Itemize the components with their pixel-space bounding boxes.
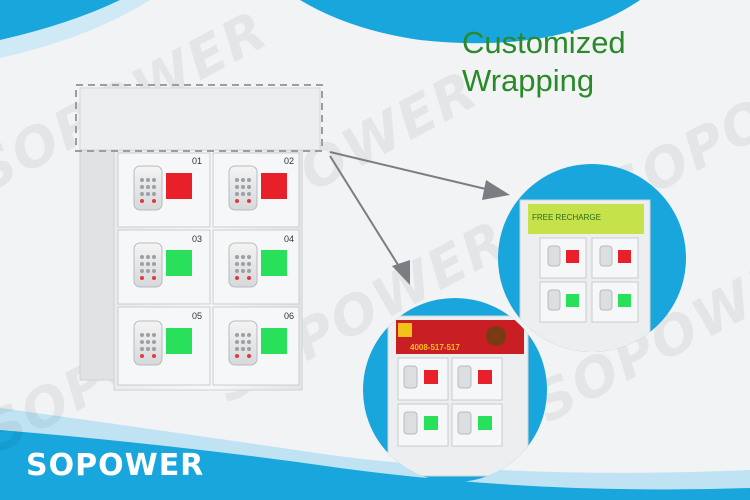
arrow-line-lower bbox=[329, 155, 401, 269]
banner-phone: 4008-517-517 bbox=[410, 343, 460, 352]
brand-logo: SOPOWER bbox=[26, 448, 205, 483]
door-number: 02 bbox=[284, 156, 294, 166]
keypad-buttons bbox=[140, 199, 251, 358]
status-indicator-green bbox=[166, 250, 192, 276]
status-indicator-green bbox=[166, 328, 192, 354]
arrow-line-upper bbox=[329, 151, 491, 191]
door-number: 06 bbox=[284, 311, 294, 321]
burger-image bbox=[486, 326, 506, 346]
keypad-dots bbox=[140, 178, 251, 351]
wrap-area-highlight bbox=[75, 84, 323, 152]
door-01: 01 bbox=[117, 152, 211, 228]
top-left-swoosh bbox=[0, 0, 120, 40]
status-indicator-green bbox=[261, 250, 287, 276]
green-banner bbox=[528, 204, 644, 234]
bottom-swoosh bbox=[0, 430, 750, 500]
heading: Customized Wrapping bbox=[462, 24, 626, 100]
door-06: 06 bbox=[212, 306, 300, 386]
heading-line-2: Wrapping bbox=[462, 63, 595, 98]
logo-mark bbox=[398, 323, 412, 337]
door-number: 05 bbox=[192, 311, 202, 321]
door-number: 01 bbox=[192, 156, 202, 166]
status-indicator-red bbox=[261, 173, 287, 199]
arrow-head-icon bbox=[392, 260, 410, 285]
cabinet-top-box bbox=[79, 87, 321, 151]
status-indicator-green bbox=[261, 328, 287, 354]
status-indicator-red bbox=[166, 173, 192, 199]
door-number: 04 bbox=[284, 234, 294, 244]
door-03: 03 bbox=[117, 229, 211, 305]
heading-line-1: Customized bbox=[462, 25, 626, 60]
door-05: 05 bbox=[117, 306, 211, 386]
door-02: 02 bbox=[212, 152, 300, 228]
door-number: 03 bbox=[192, 234, 202, 244]
cabinet-side bbox=[79, 149, 115, 381]
arrow-head-icon bbox=[482, 180, 510, 200]
banner-text: FREE RECHARGE bbox=[532, 213, 601, 222]
top-center-swoosh bbox=[300, 0, 640, 44]
